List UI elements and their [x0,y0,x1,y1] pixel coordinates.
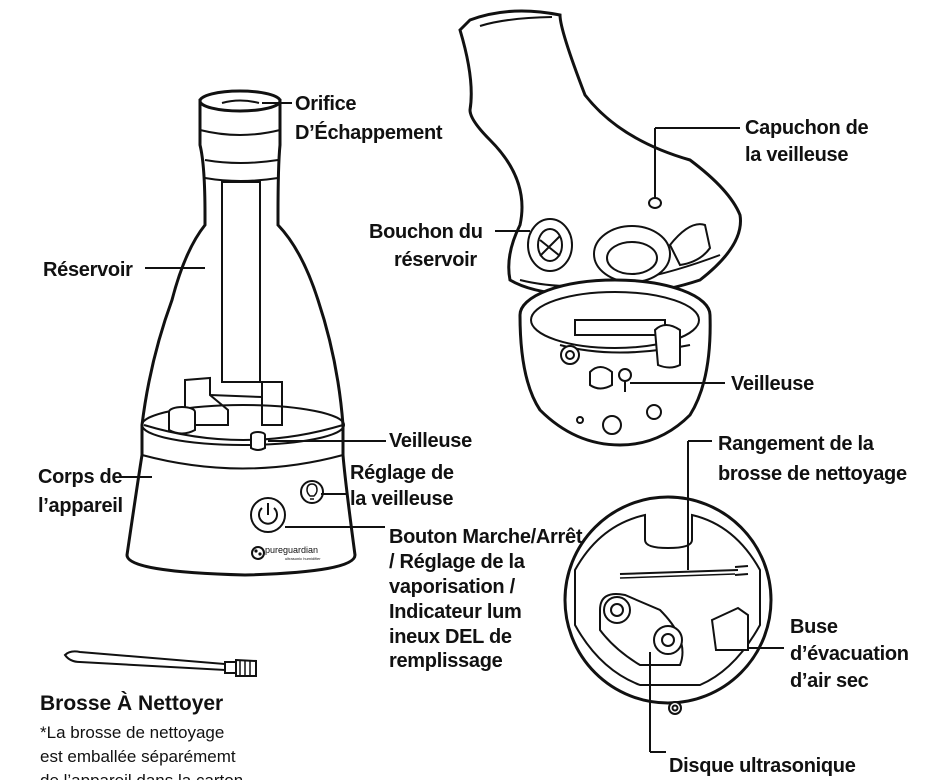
label-reglage: Réglage de [350,462,454,484]
label-bouton-5: ineux DEL de [389,626,512,648]
leader-lines [120,102,784,753]
inner-column [221,181,261,383]
humidifier-front-view: pureguardian ultrasonic humidifier [125,89,357,577]
reservoir-top-unit [458,9,742,298]
label-rangement-2: brosse de nettoyage [718,463,907,485]
cleaning-brush [63,650,257,677]
base-interior [518,278,712,447]
dry-air-nozzle [710,606,749,651]
brush-note-2: est emballée séparémemt [40,747,236,766]
label-bouton-4: Indicateur lum [389,601,522,623]
underside-view [563,495,773,715]
night-light-base [618,368,632,392]
brand-logo: pureguardian ultrasonic humidifier [251,545,321,561]
callout-labels: Orifice D’Échappement Réservoir Veilleus… [38,93,909,780]
label-veilleuse-right: Veilleuse [731,373,814,395]
label-capuchon-2: la veilleuse [745,144,848,166]
label-corps-2: l’appareil [38,495,123,517]
label-capuchon: Capuchon de [745,117,869,139]
label-bouton-1: Bouton Marche/Arrêt [389,526,583,548]
label-bouton-6: remplissage [389,650,503,672]
label-bouton-2: / Réglage de la [389,551,526,573]
label-bouchon: Bouchon du [369,221,483,243]
label-orifice-2: D’Échappement [295,121,443,144]
brush-note-3: de l’appareil dans la carton [40,771,243,780]
label-rangement: Rangement de la [718,433,875,455]
brush-storage [619,565,749,579]
reservoir-plug [527,218,573,272]
underside-outer [563,495,773,705]
svg-text:pureguardian: pureguardian [265,545,318,555]
svg-text:ultrasonic humidifier: ultrasonic humidifier [285,556,321,561]
brush-note-1: *La brosse de nettoyage [40,723,224,742]
label-corps: Corps de [38,466,122,488]
label-buse-2: d’évacuation [790,643,909,665]
brush-title: Brosse À Nettoyer [40,692,223,715]
label-bouchon-2: réservoir [394,249,477,271]
label-orifice: Orifice [295,93,356,115]
label-bouton-3: vaporisation / [389,576,516,598]
label-buse-3: d’air sec [790,670,869,692]
light-bulb-icon [300,480,324,504]
label-buse: Buse [790,616,838,638]
label-veilleuse-main: Veilleuse [389,430,472,452]
power-button-control [250,497,286,533]
label-reglage-2: la veilleuse [350,488,453,510]
label-disque: Disque ultrasonique [669,755,856,777]
label-reservoir: Réservoir [43,259,133,281]
